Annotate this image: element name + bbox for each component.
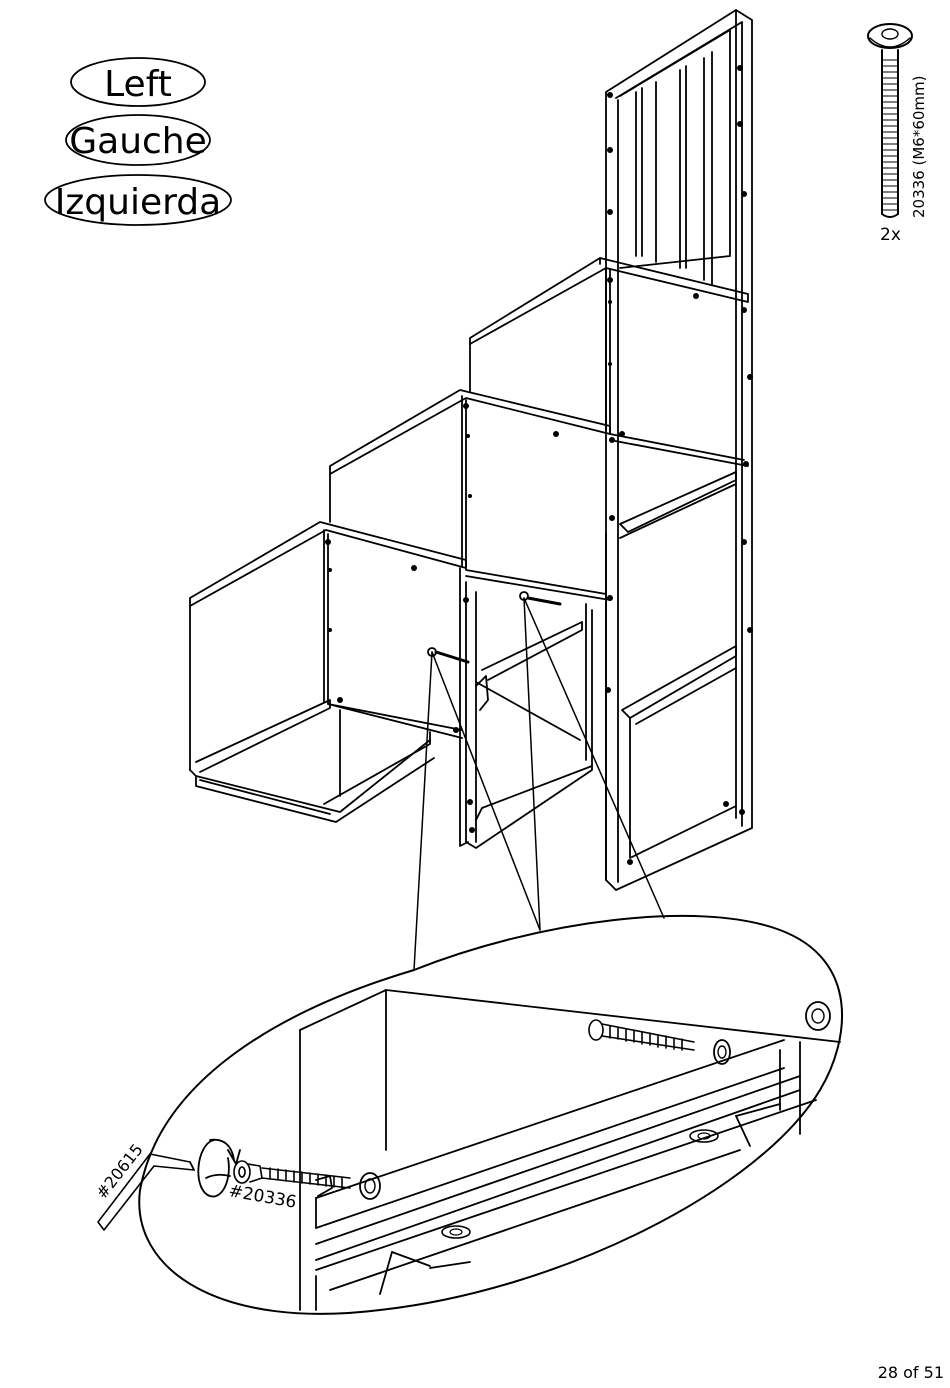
bolt-size-label: 20336 (M6*60mm): [910, 76, 928, 219]
language-labels: Left Gauche Izquierda: [45, 58, 231, 225]
bolt-part-icon: [868, 24, 912, 217]
detail-bolt-top: [589, 1020, 694, 1050]
page-number: 28 of 51: [878, 1363, 944, 1382]
bolt-quantity: 2x: [880, 225, 901, 245]
detail-zoom-ellipse: [139, 916, 842, 1314]
label-left: Left: [104, 64, 172, 105]
screw-holes: [325, 65, 753, 865]
ladder-panel: [606, 10, 752, 890]
middle-cube: [330, 390, 610, 848]
label-gauche: Gauche: [69, 121, 207, 162]
bolt-callout: #20336: [227, 1181, 298, 1213]
label-izquierda: Izquierda: [55, 182, 221, 223]
top-cube: [470, 258, 748, 466]
